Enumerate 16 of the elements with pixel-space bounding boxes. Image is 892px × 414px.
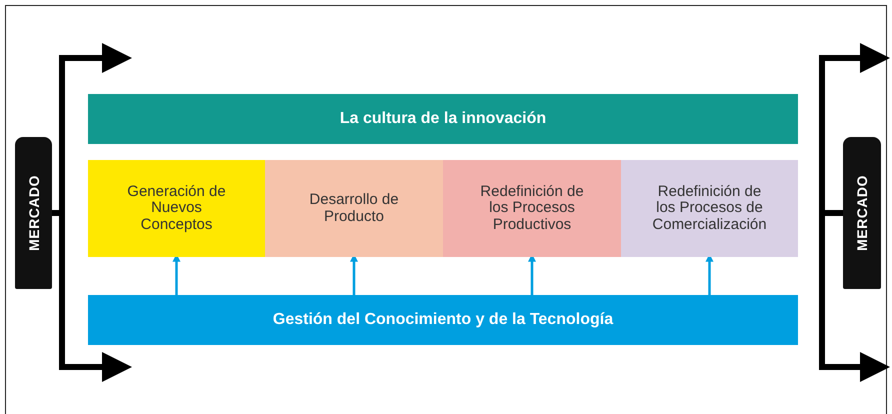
- market-label: MERCADO: [854, 175, 870, 251]
- band-title: La cultura de la innovación: [340, 110, 546, 128]
- stage-box: [88, 160, 265, 257]
- market-label: MERCADO: [26, 175, 42, 251]
- stage-box: [443, 160, 621, 257]
- stage-label: Desarrollo de Producto: [308, 192, 400, 225]
- banner-band: [88, 94, 798, 144]
- stage-box: [621, 160, 798, 257]
- stage-label: Generación de Nuevos Conceptos: [126, 184, 227, 234]
- market-tab: [15, 137, 52, 289]
- stage-label: Redefinición de los Procesos Productivos: [479, 184, 585, 234]
- market-tab: [843, 137, 881, 289]
- stage-label: Redefinición de los Procesos de Comercialización: [651, 184, 768, 234]
- banner-band: [88, 295, 798, 345]
- band-title: Gestión del Conocimiento y de la Tecnología: [272, 311, 614, 329]
- stage-box: [265, 160, 443, 257]
